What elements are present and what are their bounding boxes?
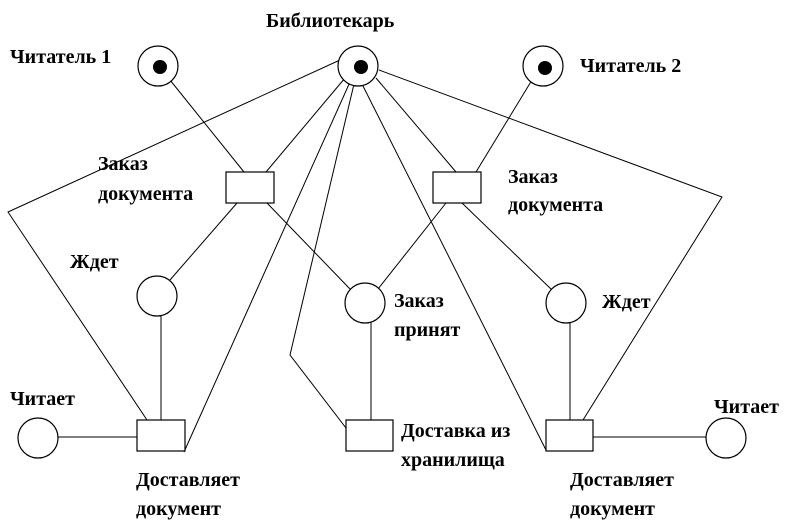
labels: Библиотекарь Читатель 1 Читатель 2 Заказ… [10, 10, 779, 520]
arc-order-left-waits-left [169, 202, 238, 281]
label-waits-right: Ждет [602, 291, 651, 313]
place-reads-left [17, 417, 59, 459]
place-order-accepted [344, 282, 386, 324]
transition-order-right [432, 171, 482, 204]
label-order-accepted-line1: Заказ [394, 290, 444, 312]
label-storage-line1: Доставка из [401, 420, 510, 442]
label-librarian: Библиотекарь [266, 10, 395, 32]
arc-deliver-right-librarian [378, 69, 723, 421]
label-reads-right: Читает [714, 396, 779, 418]
place-waits-right [545, 282, 587, 324]
label-deliver-left-line2: документ [136, 498, 221, 520]
arc-librarian-storage [289, 83, 355, 429]
token-reader1 [153, 60, 167, 74]
token-reader2 [538, 61, 552, 75]
label-waits-left: Ждет [70, 251, 119, 273]
label-order-left-line1: Заказ [98, 153, 148, 175]
transition-deliver-right [545, 419, 594, 452]
place-reads-right [705, 417, 747, 459]
label-reads-left: Читает [10, 388, 75, 410]
arc-librarian-order-right [375, 77, 457, 173]
arc-librarian-deliver-left [183, 81, 351, 453]
arc-librarian-deliver-right [361, 83, 547, 451]
transition-order-left [225, 171, 275, 204]
label-order-right-line2: документа [508, 194, 603, 216]
arc-order-right-waits-right [461, 202, 553, 291]
label-order-right-line1: Заказ [508, 166, 558, 188]
arc-reader1-order-left [169, 79, 245, 173]
label-reader2: Читатель 2 [580, 55, 681, 77]
arc-order-right-accepted [377, 202, 447, 290]
arc-librarian-order-left [265, 77, 346, 173]
transition-deliver-left [136, 419, 186, 452]
label-storage-line2: хранилища [401, 449, 505, 471]
transition-storage [345, 419, 394, 452]
label-deliver-right-line2: документ [570, 498, 655, 520]
label-deliver-left-line1: Доставляет [136, 469, 240, 491]
label-deliver-right-line1: Доставляет [570, 469, 674, 491]
transitions [136, 171, 594, 452]
token-librarian [354, 60, 368, 74]
arc-order-left-accepted [266, 202, 351, 290]
label-order-left-line2: документа [98, 183, 193, 205]
arc-reader2-order-right [475, 79, 533, 173]
place-waits-left [136, 275, 178, 317]
arcs [7, 59, 723, 453]
arc-deliver-left-librarian [7, 59, 341, 421]
places [17, 45, 747, 459]
label-reader1: Читатель 1 [10, 46, 111, 68]
label-order-accepted-line2: принят [394, 319, 461, 341]
